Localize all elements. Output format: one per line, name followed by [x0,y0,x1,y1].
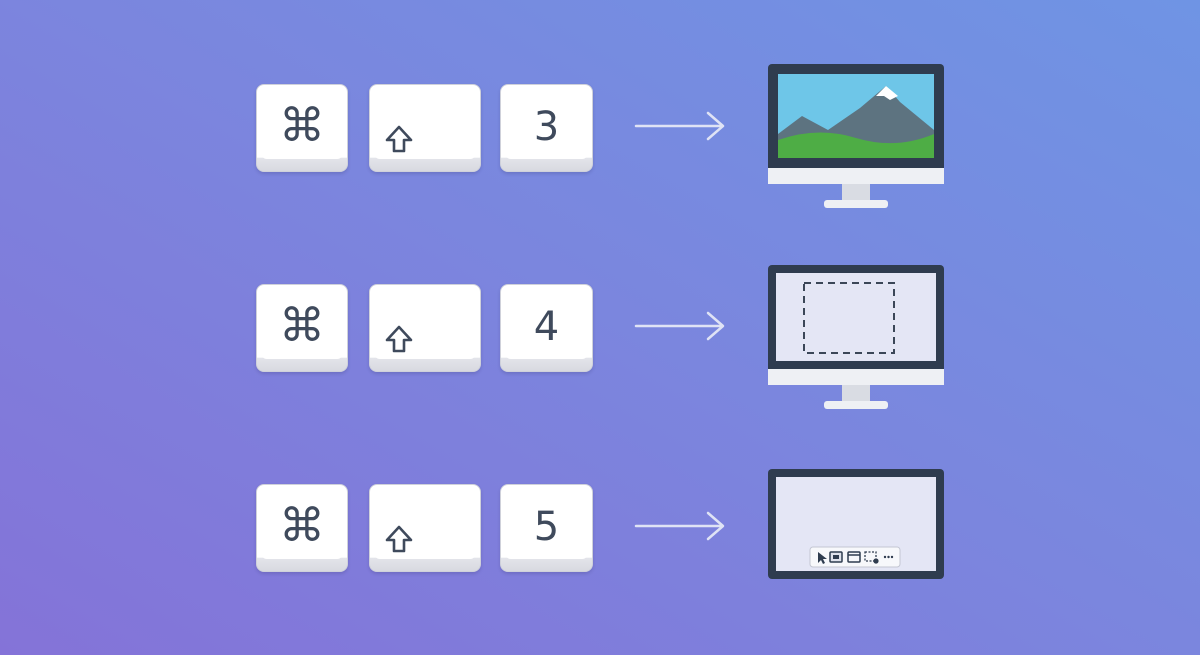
monitor-with-dashed-selection-icon [768,265,944,409]
shift-arrow-icon [385,525,413,553]
shift-key [369,284,481,372]
command-symbol: ⌘ [279,298,325,352]
command-key: ⌘ [256,284,348,372]
pointer-icon [818,552,827,564]
number-key: 4 [500,284,593,372]
shift-arrow-icon [385,125,413,153]
shift-key [369,484,481,572]
more-options-icon [883,555,894,559]
command-key: ⌘ [256,484,348,572]
screen-with-capture-toolbar-icon [768,469,944,579]
number-key: 5 [500,484,593,572]
shift-key [369,84,481,172]
right-arrow-icon [634,111,725,141]
shift-arrow-icon [385,325,413,353]
number-label: 4 [533,304,560,350]
right-arrow-icon [634,311,725,341]
selection-icon [864,551,879,564]
right-arrow-icon [634,511,725,541]
capture-toolbar [809,546,901,568]
number-key: 3 [500,84,593,172]
monitor-with-landscape-icon [768,64,944,208]
command-symbol: ⌘ [279,98,325,152]
command-symbol: ⌘ [279,498,325,552]
number-label: 3 [533,104,560,150]
window-icon [847,551,861,563]
number-label: 5 [533,504,560,550]
command-key: ⌘ [256,84,348,172]
